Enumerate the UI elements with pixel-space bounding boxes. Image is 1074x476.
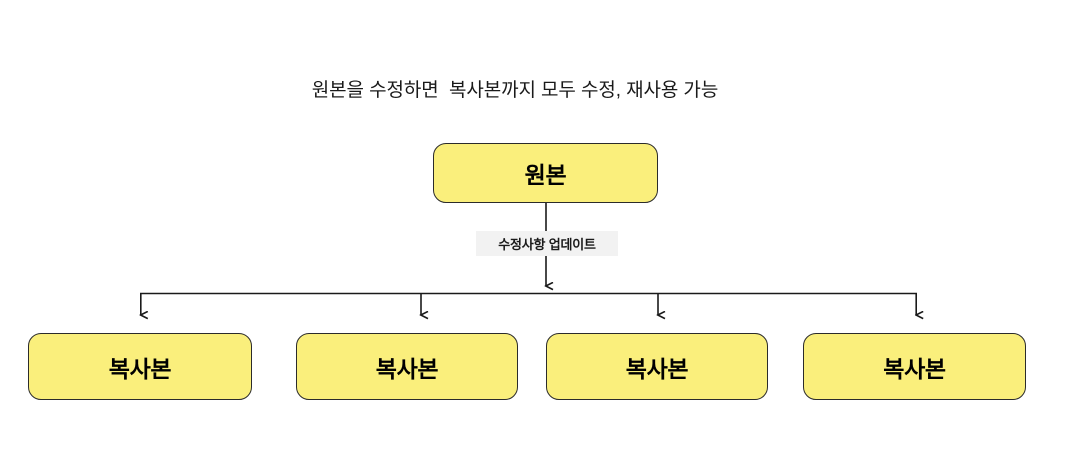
node-copy-3[interactable]: 복사본 bbox=[546, 333, 768, 400]
node-copy-1[interactable]: 복사본 bbox=[28, 333, 252, 400]
node-copy-4-label: 복사본 bbox=[883, 355, 946, 382]
edge-label-update: 수정사항 업데이트 bbox=[476, 231, 618, 256]
node-original-label: 원본 bbox=[524, 162, 567, 188]
node-original[interactable]: 원본 bbox=[433, 143, 658, 203]
node-copy-1-label: 복사본 bbox=[108, 355, 172, 382]
node-copy-4[interactable]: 복사본 bbox=[803, 333, 1026, 400]
node-copy-2-label: 복사본 bbox=[375, 355, 439, 382]
node-copy-3-label: 복사본 bbox=[625, 355, 689, 382]
diagram-title-text: 원본을 수정하면 복사본까지 모두 수정, 재사용 가능 bbox=[311, 80, 719, 101]
diagram-title: 원본을 수정하면 복사본까지 모두 수정, 재사용 가능 bbox=[0, 78, 1074, 104]
node-copy-2[interactable]: 복사본 bbox=[296, 333, 518, 400]
